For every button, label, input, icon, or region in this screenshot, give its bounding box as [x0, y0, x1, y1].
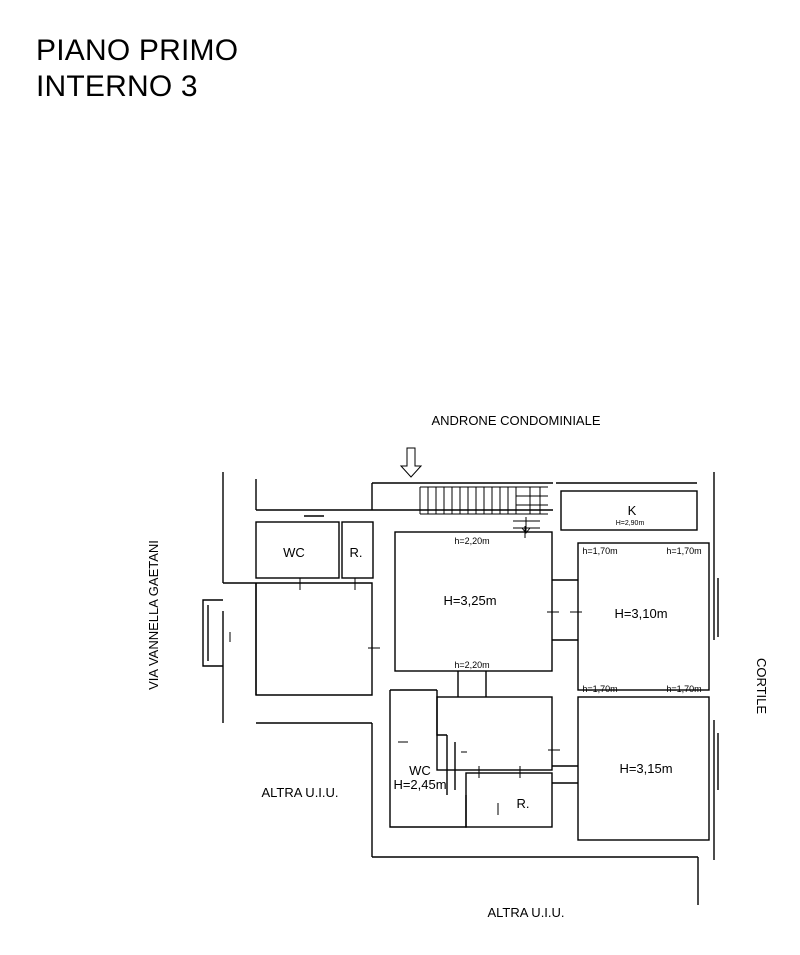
label-altra-bottom: ALTRA U.I.U. [487, 905, 564, 920]
room-r-bottom: R. [517, 796, 530, 811]
label-cortile: CORTILE [754, 658, 769, 714]
label-androne: ANDRONE CONDOMINIALE [431, 413, 600, 428]
room-k-height: H=2,90m [616, 520, 645, 527]
unit-title: INTERNO 3 [36, 70, 198, 103]
room-wc-bottom: WC [409, 763, 431, 778]
label-altra-left: ALTRA U.I.U. [261, 785, 338, 800]
label-street: VIA VANNELLA GAETANI [146, 540, 161, 690]
right-bottom-room-height: H=3,15m [619, 761, 672, 776]
room-r-top: R. [350, 545, 363, 560]
right-bottom-note-a: h=1,70m [582, 684, 617, 694]
door-marks [229, 526, 582, 815]
stairs [419, 486, 548, 534]
walls [202, 472, 719, 905]
room-k: K [628, 503, 637, 518]
right-top-note-b: h=1,70m [666, 546, 701, 556]
entrance-arrow-icon [399, 447, 423, 478]
room-wc-bottom-height: H=2,45m [393, 777, 446, 792]
room-wc-top: WC [283, 545, 305, 560]
central-top-note: h=2,20m [454, 536, 489, 546]
floor-title: PIANO PRIMO [36, 34, 239, 67]
central-room-height: H=3,25m [443, 593, 496, 608]
central-bottom-note: h=2,20m [454, 660, 489, 670]
right-top-note-a: h=1,70m [582, 546, 617, 556]
right-bottom-note-b: h=1,70m [666, 684, 701, 694]
right-top-room-height: H=3,10m [614, 606, 667, 621]
